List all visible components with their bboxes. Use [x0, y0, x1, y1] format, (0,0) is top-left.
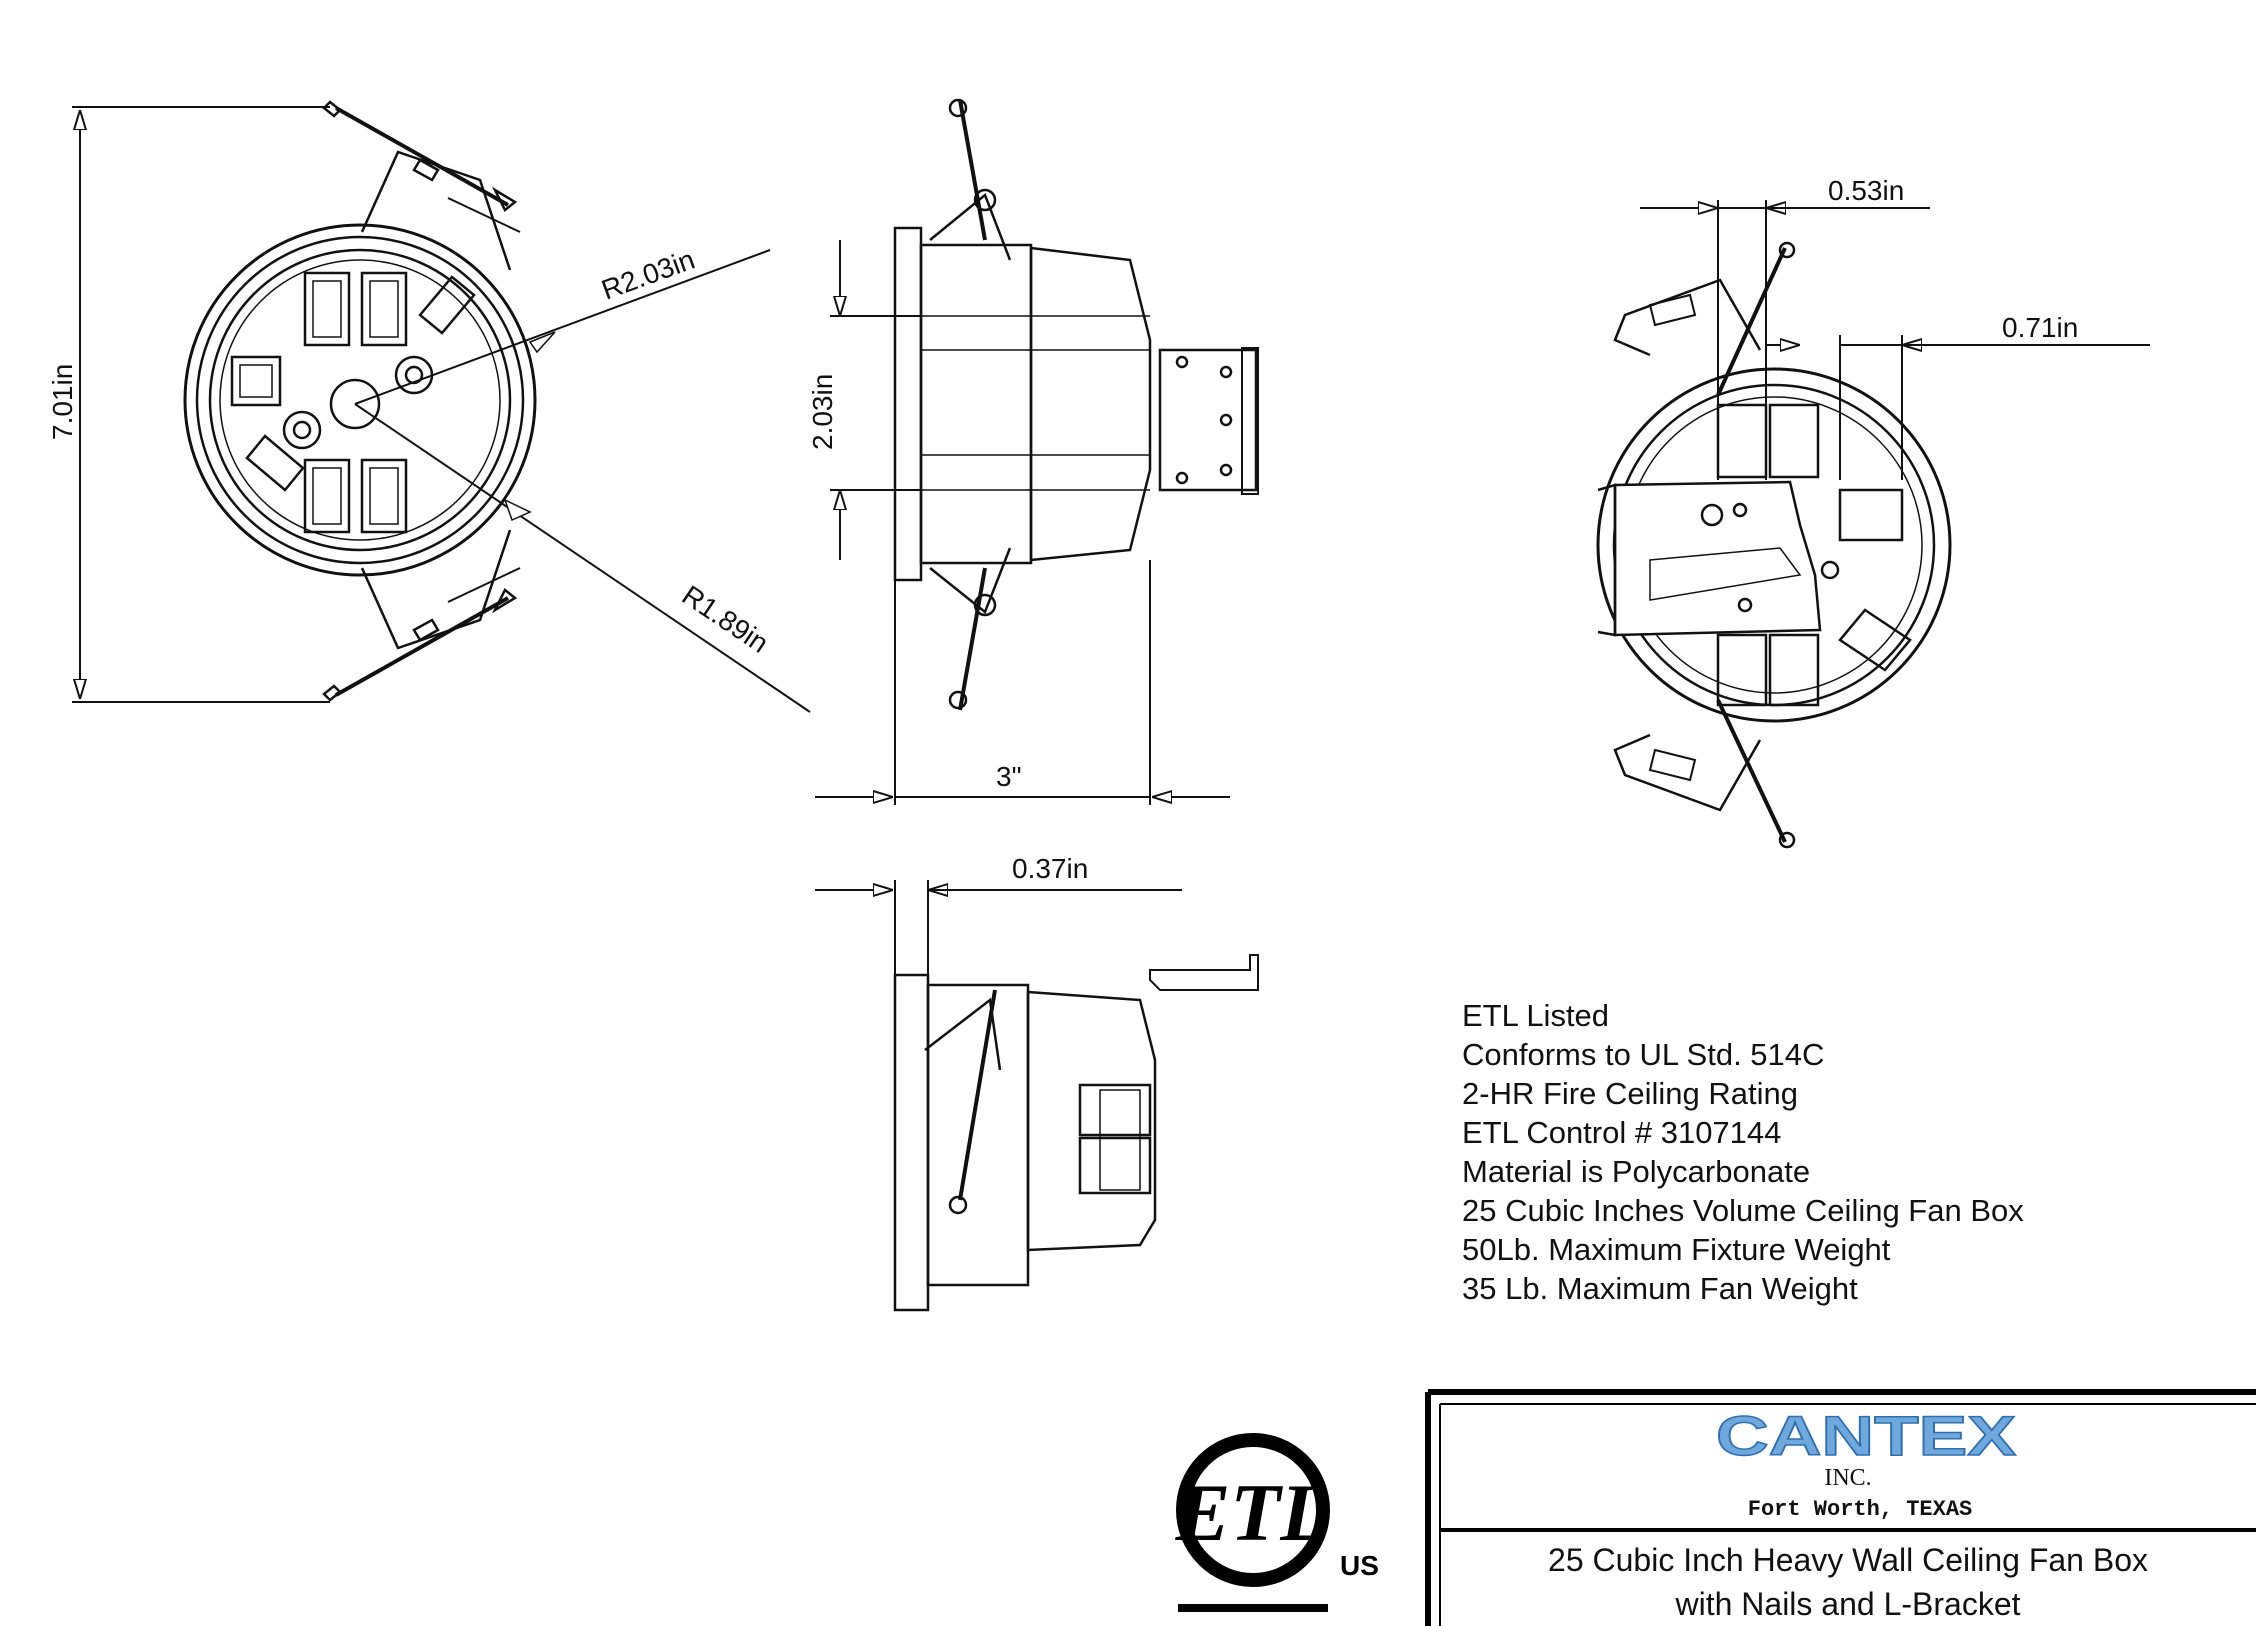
spec-line: ETL Listed	[1462, 998, 1610, 1033]
spec-line: 35 Lb. Maximum Fan Weight	[1462, 1271, 1858, 1306]
spec-line: 2-HR Fire Ceiling Rating	[1462, 1076, 1798, 1111]
dim-width: 3"	[996, 761, 1022, 792]
title-block	[1425, 1389, 2256, 1626]
spec-line: Material is Polycarbonate	[1462, 1154, 1811, 1189]
rear-view	[1596, 200, 2150, 849]
title-line-2: with Nails and L-Bracket	[1675, 1586, 2021, 1622]
title-line-1: 25 Cubic Inch Heavy Wall Ceiling Fan Box	[1548, 1542, 2148, 1578]
dim-radius-outer: R2.03in	[597, 243, 698, 305]
dim-radius-inner: R1.89in	[677, 579, 774, 659]
etl-certification-mark: ETL US	[1175, 1433, 1379, 1612]
company-logo: CANTEX	[1716, 1404, 2016, 1467]
drawing-title: 25 Cubic Inch Heavy Wall Ceiling Fan Box…	[1440, 1538, 2256, 1626]
spec-line: 25 Cubic Inches Volume Ceiling Fan Box	[1462, 1193, 2024, 1228]
company-location: Fort Worth, TEXAS	[1748, 1497, 1972, 1522]
dim-nail-offset-b: 0.71in	[2002, 312, 2078, 343]
spec-line: ETL Control # 3107144	[1462, 1115, 1782, 1150]
spec-list: ETL Listed Conforms to UL Std. 514C 2-HR…	[1462, 996, 2024, 1308]
dim-overall-height: 7.01in	[47, 364, 78, 440]
front-view	[72, 100, 811, 713]
etl-us-text: US	[1340, 1550, 1379, 1581]
etl-mark-text: ETL	[1175, 1467, 1331, 1558]
dim-nail-offset-a: 0.53in	[1828, 175, 1904, 206]
bottom-side-view	[815, 880, 1259, 1312]
side-view	[815, 98, 1259, 805]
dim-side-depth: 2.03in	[807, 374, 838, 450]
spec-line: 50Lb. Maximum Fixture Weight	[1462, 1232, 1891, 1267]
dim-flange: 0.37in	[1012, 853, 1088, 884]
spec-line: Conforms to UL Std. 514C	[1462, 1037, 1825, 1072]
company-suffix: INC.	[1824, 1465, 1871, 1491]
